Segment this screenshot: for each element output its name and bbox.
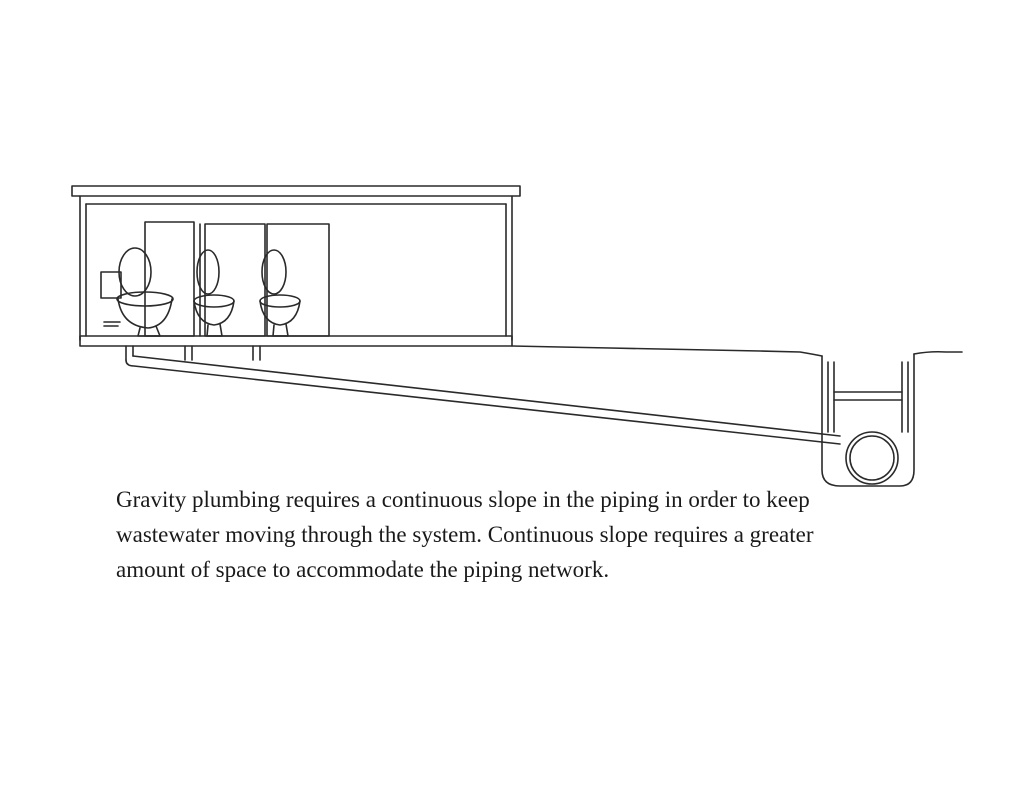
diagram-caption: Gravity plumbing requires a continuous s… bbox=[116, 487, 814, 582]
building-section bbox=[71, 185, 521, 347]
toilet-icon bbox=[100, 247, 174, 337]
toilet-icon bbox=[259, 249, 301, 337]
ground-line bbox=[511, 345, 963, 357]
sewer-main bbox=[821, 353, 915, 487]
stall-partitions bbox=[144, 221, 330, 337]
drain-risers bbox=[125, 345, 261, 361]
toilet-icon bbox=[193, 249, 235, 337]
sloped-drain-pipe bbox=[125, 355, 841, 445]
